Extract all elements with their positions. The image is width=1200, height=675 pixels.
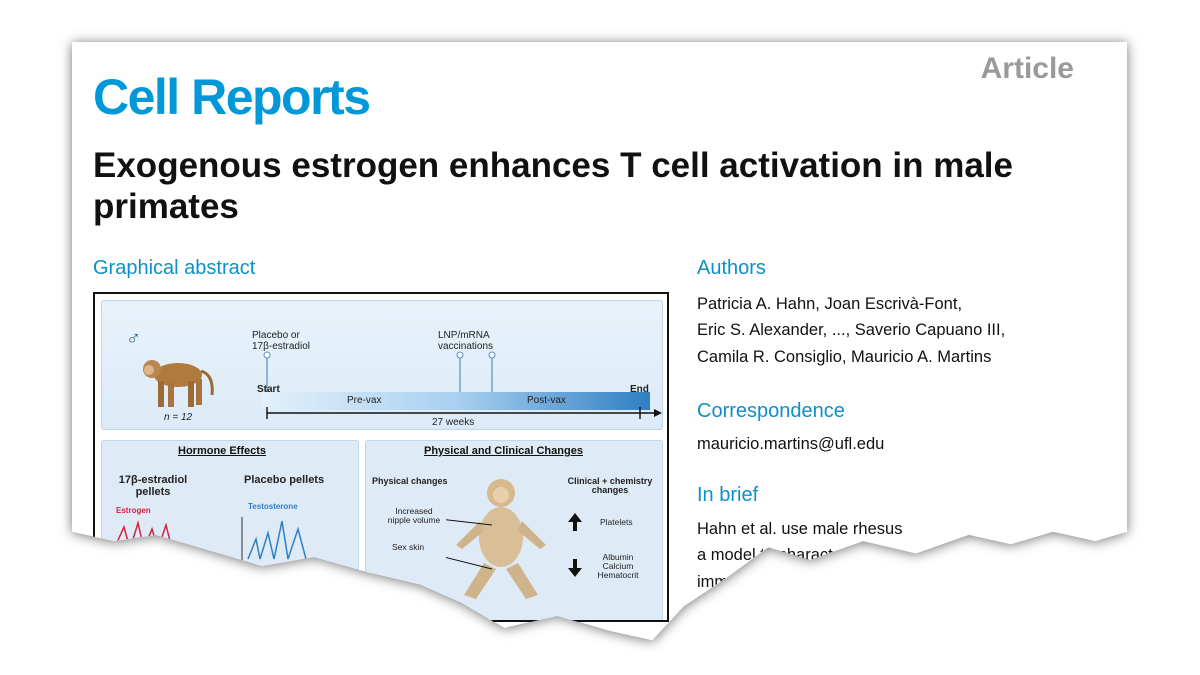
increase-arrow-icon [568, 513, 582, 531]
study-timeline-panel: ♂ n = 12 Placebo or 17β-estradiol LNP/mR… [101, 300, 663, 430]
graphical-abstract-heading: Graphical abstract [93, 257, 256, 279]
lnp-label: LNP/mRNA vaccinations [438, 330, 494, 352]
correspondence-heading: Correspondence [697, 400, 845, 422]
graphical-abstract-figure: ♂ n = 12 Placebo or 17β-estradiol LNP/mR… [93, 292, 669, 622]
correspondence-email[interactable]: mauricio.martins@ufl.edu [697, 435, 885, 453]
nipple-volume-label: Increased nipple volume [387, 506, 441, 525]
article-title: Exogenous estrogen enhances T cell activ… [93, 146, 1013, 227]
platelets-label: Platelets [600, 517, 633, 527]
author-line: Eric S. Alexander, ..., Saverio Capuano … [697, 321, 1006, 340]
authors-heading: Authors [697, 257, 766, 279]
in-brief-line: Hahn et al. use male rhesus [697, 520, 903, 538]
duration-label: 27 weeks [432, 417, 475, 428]
testosterone-label: Testosterone [248, 502, 298, 511]
physical-clinical-heading: Physical and Clinical Changes [424, 445, 583, 457]
decreased-values-label: Albumin Calcium Hematocrit [597, 552, 639, 580]
estrogen-label: Estrogen [116, 506, 151, 515]
journal-name: Cell Reports [93, 69, 371, 125]
male-symbol-icon: ♂ [126, 328, 141, 350]
timeline-start-label: Start [257, 384, 280, 395]
physical-changes-label: Physical changes [372, 476, 448, 486]
clinical-changes-label: Clinical + chemistry changes [567, 476, 653, 496]
author-line: Camila R. Consiglio, Mauricio A. Martins [697, 347, 992, 366]
seated-monkey-illustration-icon [446, 479, 546, 599]
pre-vax-label: Pre-vax [347, 395, 382, 406]
sex-skin-label: Sex skin [392, 542, 425, 552]
authors-list: Patricia A. Hahn, Joan Escrivà-Font, Eri… [697, 291, 1005, 370]
decrease-arrow-icon [568, 559, 582, 577]
placebo-pellets-label: Placebo pellets [244, 474, 325, 486]
post-vax-label: Post-vax [527, 395, 566, 406]
timeline-end-label: End [630, 384, 649, 395]
sample-size-label: n = 12 [164, 412, 193, 423]
author-line: Patricia A. Hahn, Joan Escrivà-Font, [697, 295, 963, 313]
article-type-label: Article [980, 52, 1074, 85]
hormone-effects-heading: Hormone Effects [178, 445, 267, 457]
monkey-illustration-icon [143, 360, 214, 407]
estradiol-pellets-label: 17β-estradiol pellets [118, 474, 188, 498]
timeline-graphic [262, 351, 662, 419]
placebo-label: Placebo or 17β-estradiol [252, 330, 311, 352]
in-brief-heading: In brief [697, 484, 759, 506]
